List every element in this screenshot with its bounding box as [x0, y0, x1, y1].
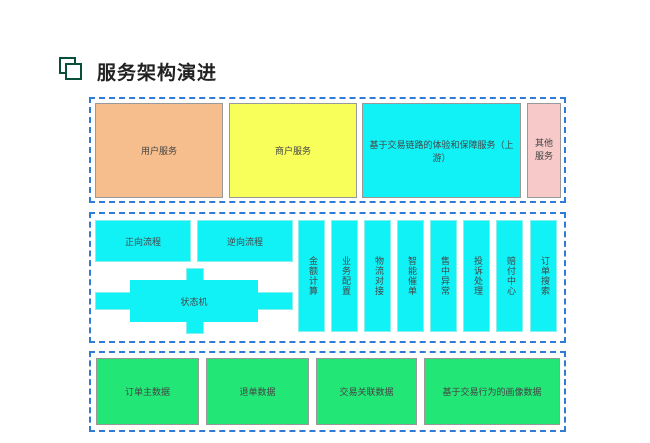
refund-data-box: 退单数据	[206, 358, 309, 425]
order-main-data-box: 订单主数据	[96, 358, 199, 425]
data-layer-panel	[89, 351, 566, 432]
column-amount-calc: 金额计算	[298, 220, 325, 332]
column-logistics: 物流对接	[364, 220, 391, 332]
core-layer-panel	[89, 212, 566, 343]
trade-relation-data-box: 交易关联数据	[316, 358, 417, 425]
trade-behavior-profile-box: 基于交易行为的画像数据	[424, 358, 560, 425]
column-smart-reminder: 智能催单	[397, 220, 424, 332]
column-compensation: 赔付中心	[496, 220, 523, 332]
service-layer-panel	[89, 97, 566, 203]
page-title: 服务架构演进	[97, 62, 218, 84]
user-service-box: 用户服务	[95, 103, 223, 198]
trade-chain-service-box: 基于交易链路的体验和保障服务（上游）	[362, 103, 521, 198]
column-order-search: 订单搜索	[530, 220, 557, 332]
forward-flow-box: 正向流程	[95, 220, 191, 262]
state-machine-box: 状态机	[130, 280, 258, 322]
column-business-config: 业务配置	[331, 220, 358, 332]
other-service-box: 其他服务	[527, 103, 561, 198]
merchant-service-box: 商户服务	[229, 103, 357, 198]
column-in-sale-exception: 售中异常	[430, 220, 457, 332]
logo-icon	[65, 63, 82, 80]
reverse-flow-box: 逆向流程	[197, 220, 293, 262]
column-complaint: 投诉处理	[463, 220, 490, 332]
